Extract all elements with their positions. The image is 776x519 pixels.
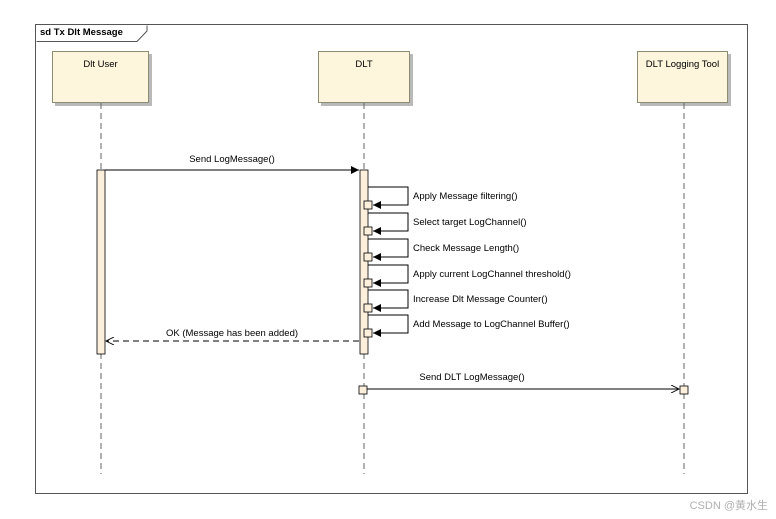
activation-dlt-user <box>96 169 106 355</box>
self-call-label: Add Message to LogChannel Buffer() <box>413 319 570 330</box>
activation-dlt-send <box>358 385 368 395</box>
lifeline-head-dlt-logging-tool[interactable]: DLT Logging Tool <box>637 51 728 103</box>
message-reply-label: OK (Message has been added) <box>166 328 298 339</box>
activation-dlt <box>359 169 369 355</box>
self-call[interactable]: Select target LogChannel() <box>363 212 527 236</box>
lifeline-head-dlt-user[interactable]: Dlt User <box>52 51 149 103</box>
diagram-frame: sd Tx Dlt Message <box>35 24 748 494</box>
self-call[interactable]: Apply current LogChannel threshold() <box>363 264 571 288</box>
message-send-log-message-label: Send LogMessage() <box>189 154 275 165</box>
activation-logging-tool <box>679 385 689 395</box>
frame-tab-outline <box>36 25 148 42</box>
self-call[interactable]: Add Message to LogChannel Buffer() <box>363 314 570 338</box>
message-send-dlt-log-message-label: Send DLT LogMessage() <box>419 372 524 383</box>
self-call[interactable]: Increase Dlt Message Counter() <box>363 289 548 313</box>
self-call-label: Increase Dlt Message Counter() <box>413 294 548 305</box>
self-call-group: Apply Message filtering() Select target … <box>363 186 571 338</box>
self-call[interactable]: Check Message Length() <box>363 238 519 262</box>
self-call-label: Select target LogChannel() <box>413 217 527 228</box>
lifeline-head-dlt[interactable]: DLT <box>318 51 410 103</box>
self-call-label: Apply current LogChannel threshold() <box>413 269 571 280</box>
self-call[interactable]: Apply Message filtering() <box>363 186 518 210</box>
self-call-label: Apply Message filtering() <box>413 191 518 202</box>
watermark: CSDN @黄水生 <box>689 500 768 512</box>
self-call-label: Check Message Length() <box>413 243 519 254</box>
frame-title: sd Tx Dlt Message <box>40 27 123 38</box>
